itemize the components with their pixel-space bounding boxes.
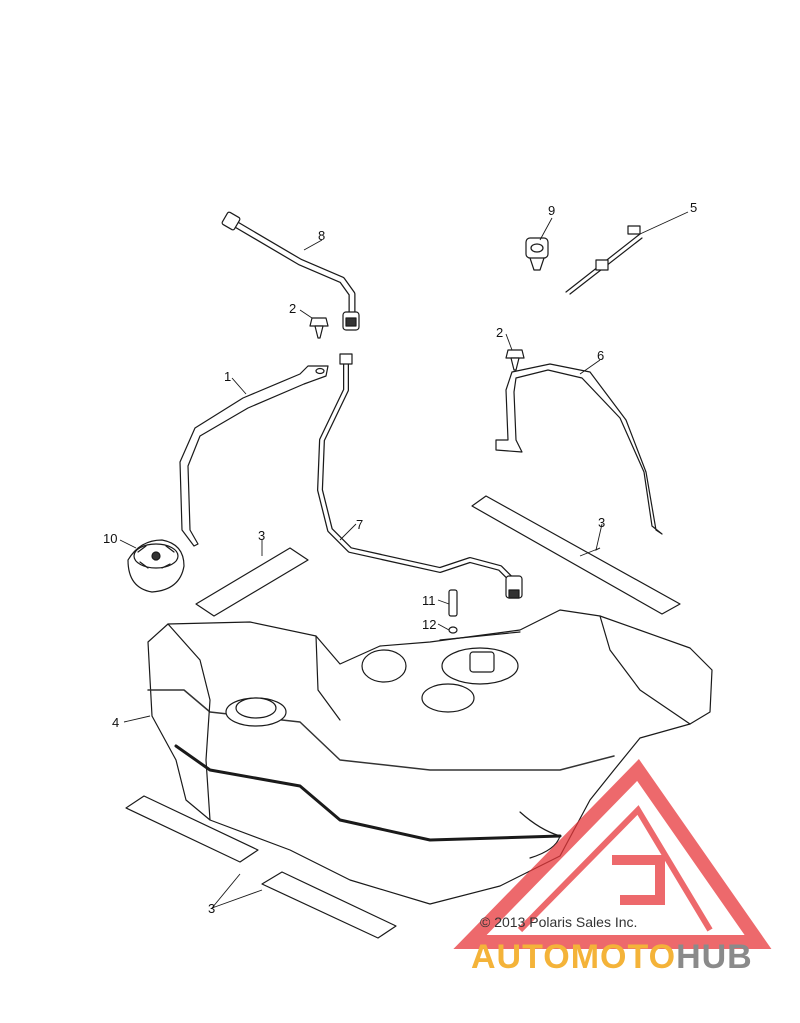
pad-part-3-upper-left — [195, 547, 309, 617]
tube-part-7 — [317, 353, 523, 599]
callout-12: 12 — [422, 617, 436, 632]
watermark-part-2: HUB — [676, 938, 753, 976]
ring-part-12 — [448, 626, 458, 634]
callout-8: 8 — [318, 228, 325, 243]
cable-tie-part-5 — [565, 225, 643, 295]
callout-1: 1 — [224, 369, 231, 384]
hose-part-8 — [221, 211, 360, 331]
copyright-text: © 2013 Polaris Sales Inc. — [480, 914, 638, 930]
strap-part-1 — [179, 365, 329, 547]
callout-labels: 8 2 2 1 9 5 6 7 10 3 3 11 12 4 3 — [103, 200, 697, 916]
watermark-part-1: AUTOMOTO — [471, 938, 677, 976]
pad-part-3-lower-right — [261, 871, 397, 939]
callout-2-right: 2 — [496, 325, 503, 340]
fuel-cap-part-10 — [127, 539, 185, 593]
leader-lines — [119, 211, 689, 909]
callout-2-left: 2 — [289, 301, 296, 316]
callout-7: 7 — [356, 517, 363, 532]
bolt-part-2-left — [309, 317, 329, 339]
callout-6: 6 — [597, 348, 604, 363]
clip-part-9 — [525, 237, 549, 271]
bolt-part-2-right — [505, 349, 525, 371]
callout-4: 4 — [112, 715, 119, 730]
strap-part-6 — [495, 363, 663, 535]
callout-10: 10 — [103, 531, 117, 546]
callout-3-lower: 3 — [208, 901, 215, 916]
callout-3-upper-left: 3 — [258, 528, 265, 543]
pad-part-3-right — [471, 495, 681, 615]
tube-part-11 — [448, 589, 458, 617]
watermark-logo — [453, 759, 772, 949]
watermark-wordmark: AUTOMOTOHUB — [471, 938, 753, 977]
callout-5: 5 — [690, 200, 697, 215]
callout-11: 11 — [422, 593, 436, 608]
callout-3-right: 3 — [598, 515, 605, 530]
pad-part-3-lower-left — [125, 795, 259, 863]
callout-9: 9 — [548, 203, 555, 218]
